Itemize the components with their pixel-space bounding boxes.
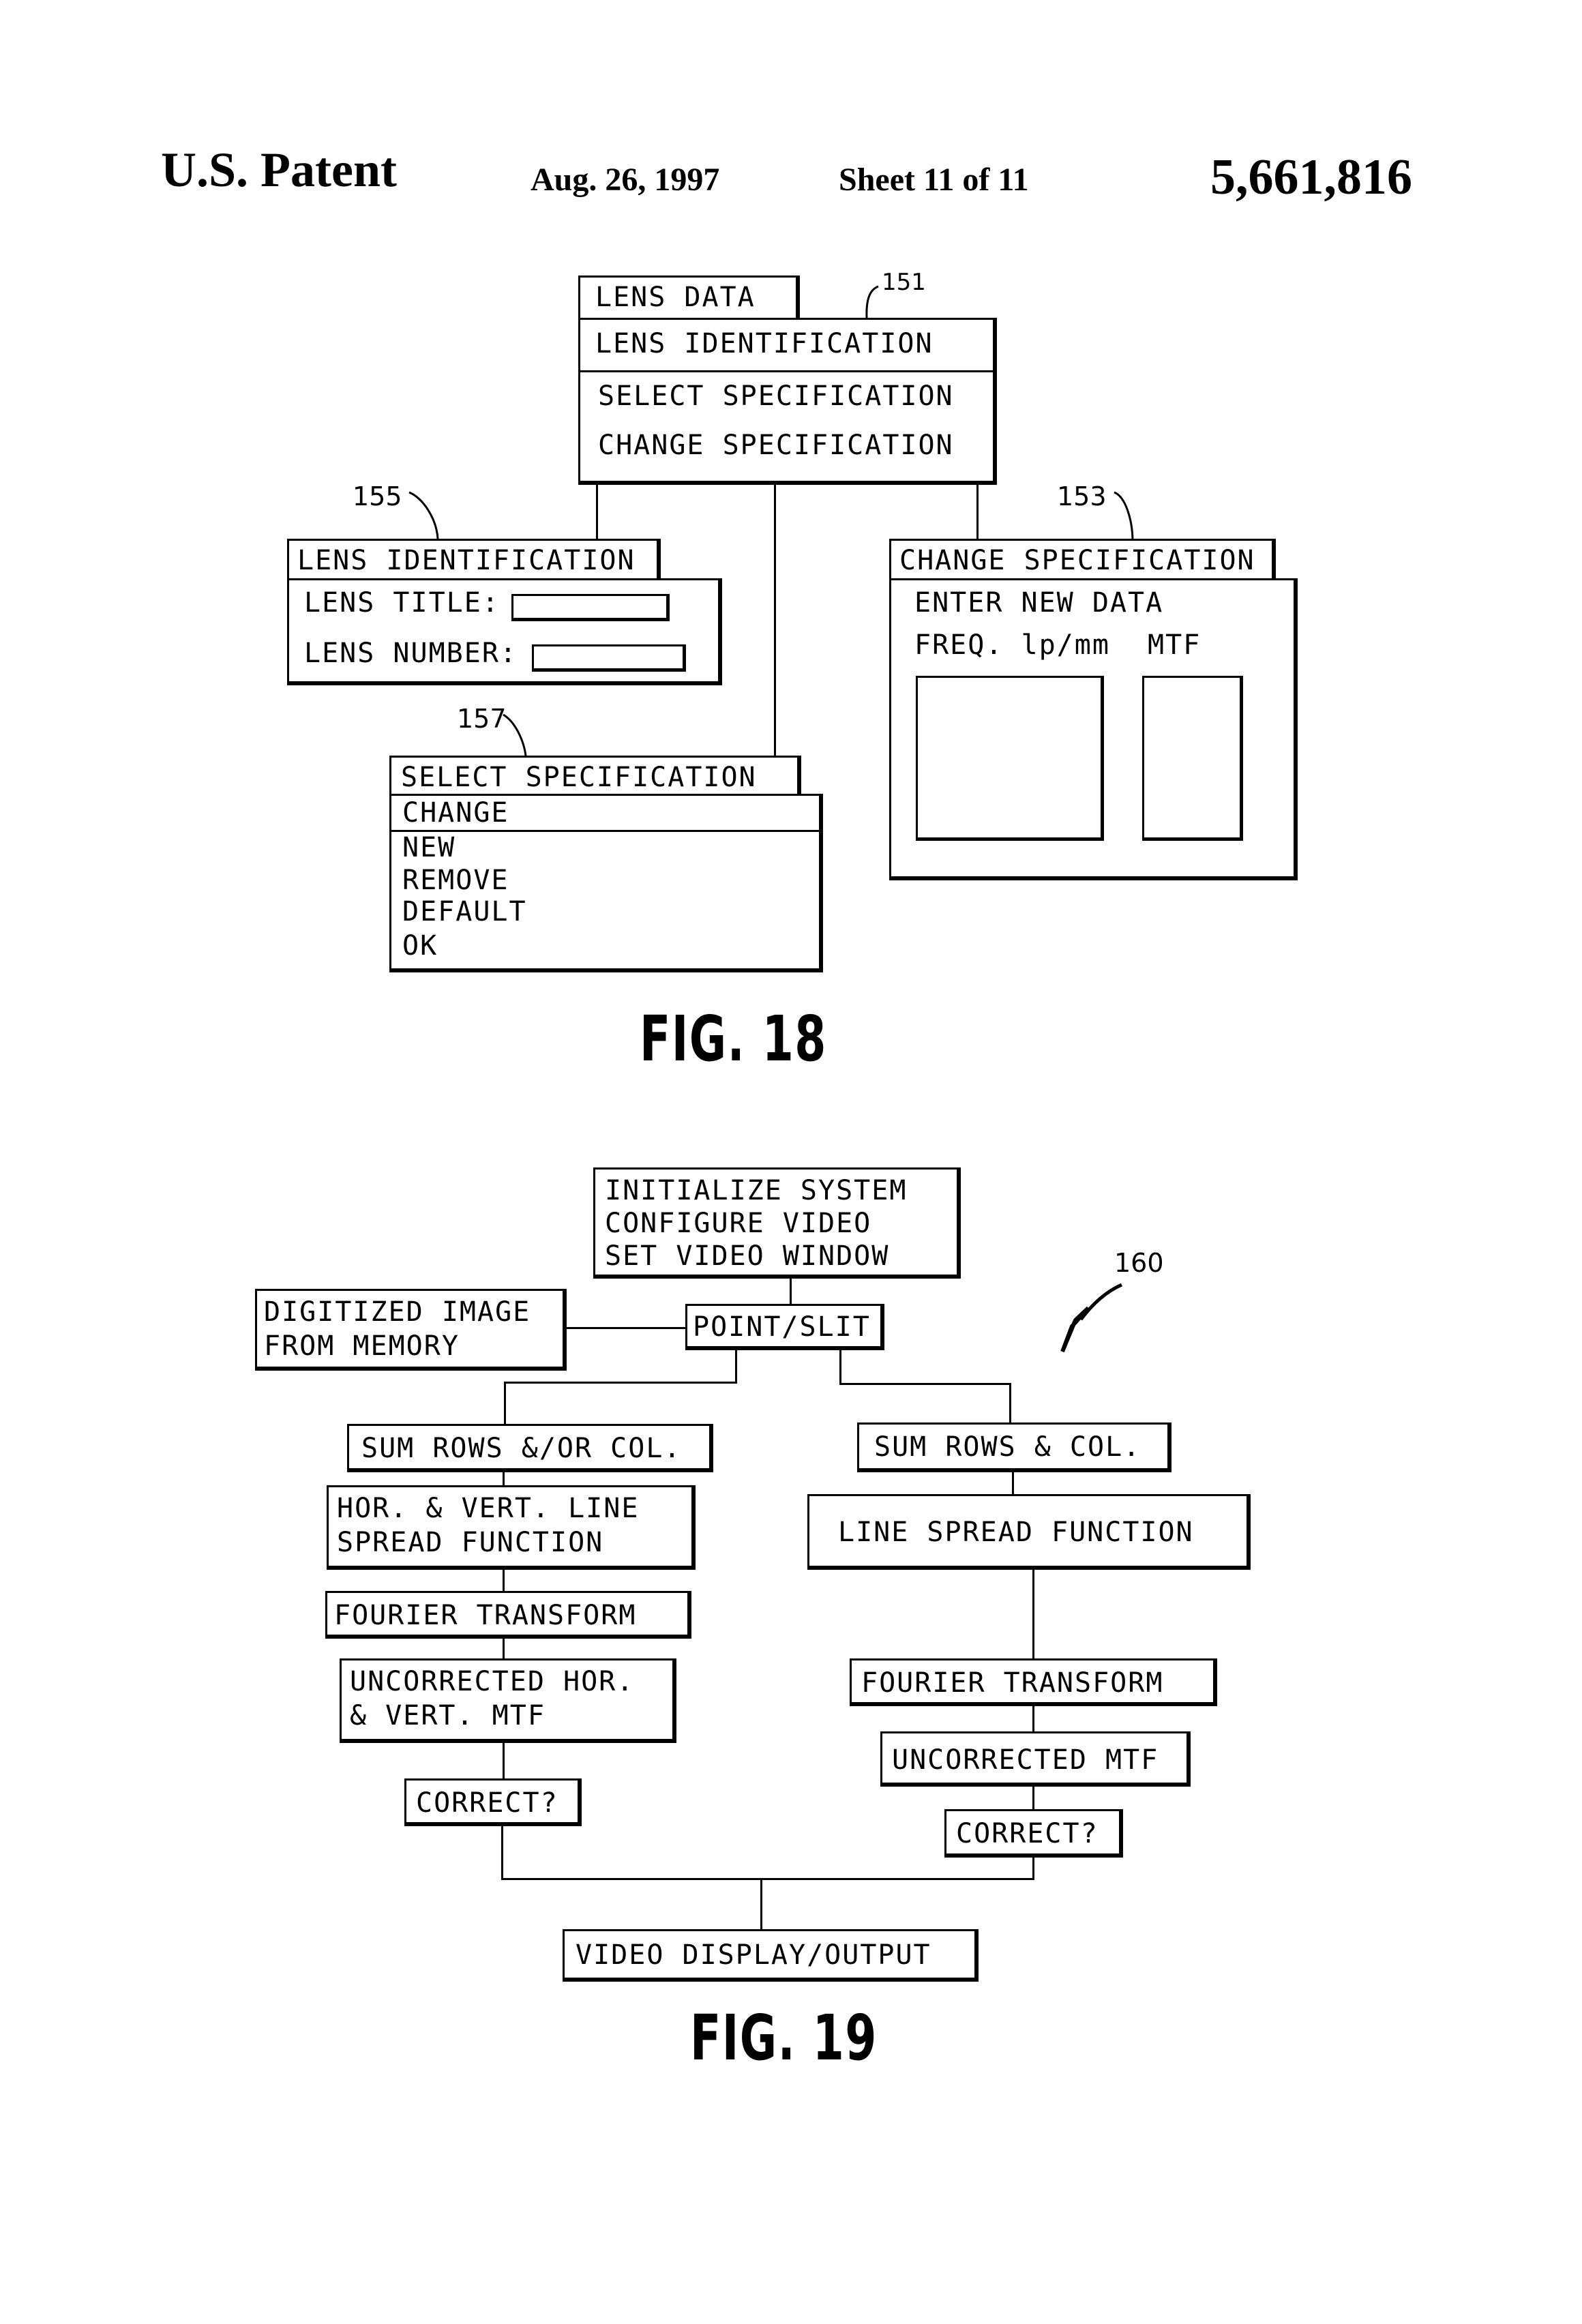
ref-153: 153 [1057, 481, 1107, 511]
hor-vert-lsf-block: HOR. & VERT. LINE SPREAD FUNCTION [327, 1485, 696, 1570]
select-specification-tab: SELECT SPECIFICATION [389, 756, 801, 796]
connector-l5 [501, 1825, 503, 1879]
lens-data-menu: LENS IDENTIFICATION SELECT SPECIFICATION… [578, 318, 997, 485]
header-us-patent: U.S. Patent [161, 143, 397, 197]
fig19-caption: FIG. 19 [690, 2001, 878, 2074]
freq-entry-list[interactable] [916, 676, 1104, 841]
ref-160: 160 [1114, 1248, 1164, 1278]
uncorrected-mtf-block: UNCORRECTED MTF [880, 1731, 1191, 1787]
menu-item-lens-identification[interactable]: LENS IDENTIFICATION [580, 320, 993, 372]
change-specification-tab: CHANGE SPECIFICATION [889, 539, 1276, 581]
ref-151: 151 [882, 269, 926, 296]
header-date: Aug. 26, 1997 [531, 162, 720, 198]
lens-number-input[interactable] [532, 644, 686, 672]
correct-right-decision: CORRECT? [944, 1809, 1123, 1858]
select-specification-panel: CHANGE NEW REMOVE DEFAULT OK [389, 794, 823, 972]
digitized-image-block: DIGITIZED IMAGE FROM MEMORY [255, 1289, 567, 1371]
connector-merge-output [760, 1878, 762, 1929]
connector-merge [501, 1878, 1034, 1880]
init-system-block: INITIALIZE SYSTEM CONFIGURE VIDEO SET VI… [593, 1167, 961, 1279]
lens-data-tab: LENS DATA [578, 275, 800, 321]
fig18-caption: FIG. 18 [640, 1002, 827, 1075]
connector-151-155 [596, 483, 598, 539]
leader-153 [1114, 491, 1134, 539]
connector-r1 [1012, 1471, 1014, 1494]
connector-l2 [503, 1568, 505, 1591]
connector-r2 [1032, 1568, 1034, 1658]
connector-151-153 [976, 483, 979, 539]
mtf-entry-list[interactable] [1142, 676, 1243, 841]
connector-digitized-point [565, 1327, 685, 1329]
uncorrected-hor-vert-mtf-block: UNCORRECTED HOR. & VERT. MTF [340, 1658, 676, 1743]
connector-right-branch-down [1009, 1383, 1011, 1422]
leader-157 [503, 713, 527, 756]
freq-column-label: FREQ. lp/mm [914, 629, 1110, 661]
header-sheet: Sheet 11 of 11 [839, 162, 1029, 198]
video-display-output-block: VIDEO DISPLAY/OUTPUT [563, 1929, 979, 1982]
leader-155 [408, 491, 439, 539]
connector-init-point [790, 1277, 792, 1304]
lens-identification-panel: LENS TITLE: LENS NUMBER: [287, 578, 722, 685]
connector-left-branch [504, 1382, 737, 1384]
sum-rows-and-col-block: SUM ROWS & COL. [857, 1422, 1171, 1472]
ref-157: 157 [457, 704, 507, 734]
lens-title-label: LENS TITLE: [304, 587, 500, 619]
connector-left-branch-down [504, 1382, 506, 1424]
lens-identification-tab: LENS IDENTIFICATION [287, 539, 661, 581]
line-spread-function-block: LINE SPREAD FUNCTION [807, 1494, 1251, 1570]
header-patent-number: 5,661,816 [1210, 149, 1412, 205]
connector-r5 [1032, 1856, 1034, 1879]
connector-point-left-down [735, 1349, 737, 1383]
option-ok[interactable]: OK [402, 930, 438, 962]
menu-item-select-specification[interactable]: SELECT SPECIFICATION [598, 381, 954, 412]
connector-l1 [503, 1471, 505, 1485]
option-change-selected[interactable]: CHANGE [391, 796, 819, 832]
connector-151-157 [774, 483, 776, 756]
option-new[interactable]: NEW [402, 832, 456, 863]
connector-right-branch [839, 1383, 1011, 1385]
option-remove[interactable]: REMOVE [402, 865, 509, 896]
connector-r4 [1032, 1785, 1034, 1809]
connector-l3 [503, 1637, 505, 1658]
leader-151 [865, 285, 879, 318]
point-slit-block: POINT/SLIT [685, 1304, 884, 1350]
correct-left-decision: CORRECT? [404, 1778, 582, 1826]
connector-r3 [1032, 1705, 1034, 1731]
lens-number-label: LENS NUMBER: [304, 638, 518, 669]
lens-data-title: LENS DATA [595, 282, 756, 313]
menu-item-change-specification[interactable]: CHANGE SPECIFICATION [598, 430, 954, 461]
mtf-column-label: MTF [1148, 629, 1202, 661]
connector-l4 [503, 1742, 505, 1778]
enter-new-data-label: ENTER NEW DATA [914, 587, 1164, 619]
connector-point-right-down [839, 1349, 841, 1383]
lens-title-input[interactable] [511, 594, 670, 621]
fourier-transform-right-block: FOURIER TRANSFORM [850, 1658, 1217, 1706]
fourier-transform-left-block: FOURIER TRANSFORM [325, 1591, 691, 1639]
change-specification-panel: ENTER NEW DATA FREQ. lp/mm MTF [889, 578, 1298, 880]
option-default[interactable]: DEFAULT [402, 896, 527, 927]
ref-155: 155 [353, 481, 402, 511]
sum-rows-or-col-block: SUM ROWS &/OR COL. [347, 1424, 713, 1472]
